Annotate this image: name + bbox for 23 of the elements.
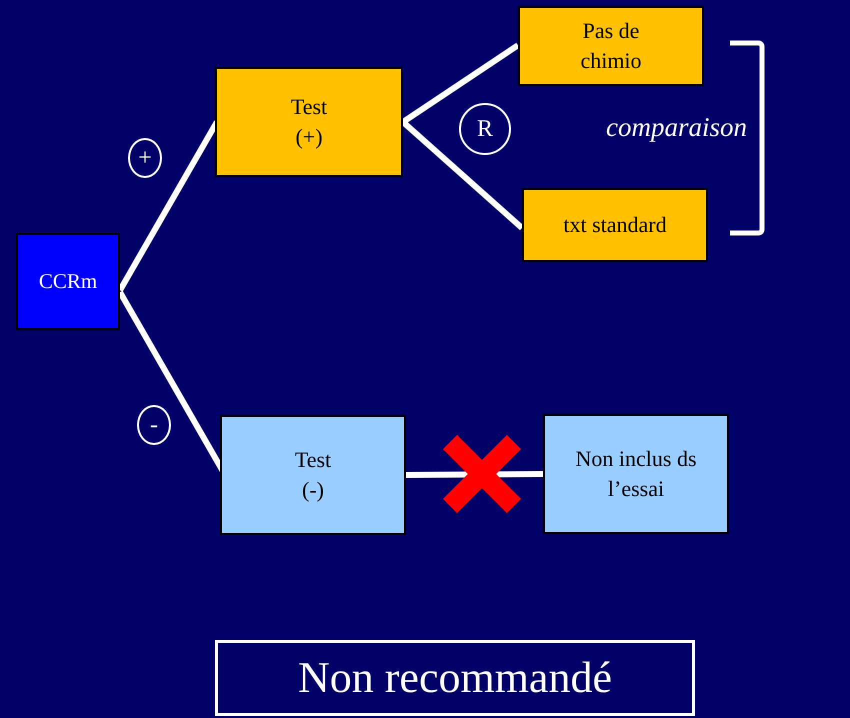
process-box [220,415,406,535]
process-box [215,67,403,177]
connector-line [401,120,524,230]
process-box [518,6,704,86]
node-label: + [138,144,152,173]
node-label: txt standard [563,211,667,240]
process-box [543,414,729,534]
node-label: Non inclus ds l’essai [574,445,698,503]
conclusion-box [215,640,695,716]
node-label: Test (+) [290,93,328,151]
bracket-label: comparaison [606,112,747,143]
connector-line [401,42,520,124]
node-label: - [150,410,158,440]
sign-circle [128,138,162,178]
node-label: Pas de chimio [579,17,643,75]
sign-circle [137,405,171,445]
sign-circle [459,103,511,155]
node-label: R [476,114,493,144]
process-box [522,188,708,262]
node-label: CCRm [38,268,98,296]
node-label: Test (-) [294,446,332,504]
node-label: Non recommandé [298,652,612,704]
process-box [16,233,120,330]
